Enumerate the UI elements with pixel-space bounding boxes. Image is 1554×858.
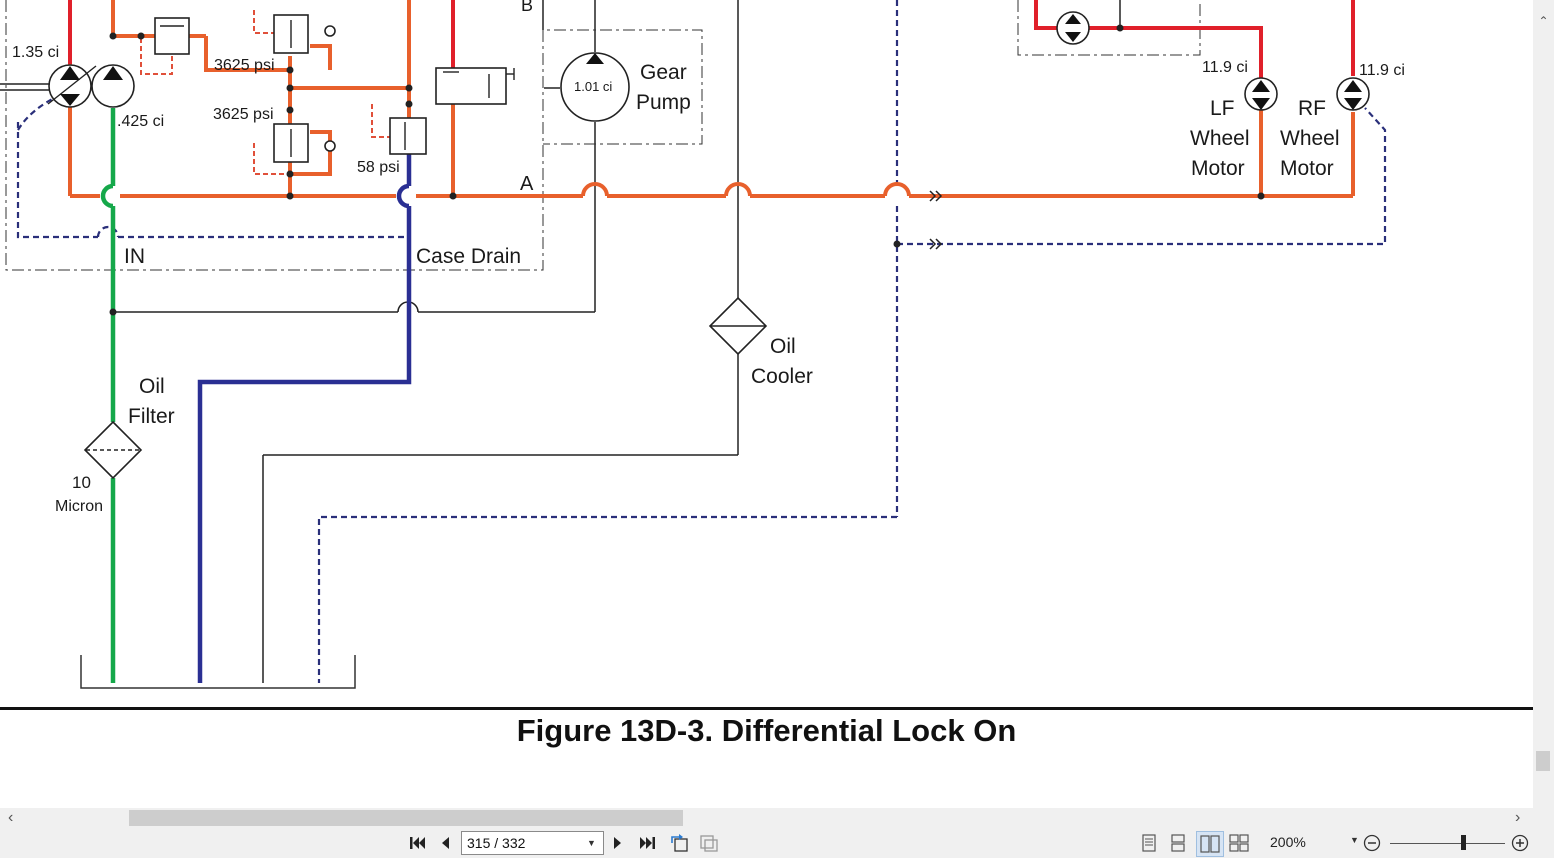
rf-motor-displacement-label: 11.9 ci — [1359, 62, 1405, 79]
scroll-right-icon[interactable]: › — [1515, 809, 1521, 826]
oil-filter-label-line1: Oil — [139, 375, 165, 398]
hydraulic-diagram: 1.35 ci .425 ci 3625 psi 3625 psi 58 psi… — [0, 0, 1405, 689]
two-page-continuous-icon — [1229, 834, 1249, 852]
gear-pump-label-line2: Pump — [636, 91, 691, 114]
zoom-in-icon — [1511, 834, 1529, 852]
hydraulic-schematic: 1.35 ci .425 ci 3625 psi 3625 psi 58 psi… — [0, 0, 1405, 689]
last-page-icon — [640, 837, 655, 849]
lf-motor-label-line3: Motor — [1191, 157, 1245, 180]
last-page-button[interactable] — [636, 831, 660, 855]
page-separator — [0, 707, 1533, 710]
scroll-up-icon[interactable]: ⌃ — [1538, 14, 1549, 28]
zoom-slider-thumb[interactable] — [1461, 835, 1466, 850]
zoom-slider-track[interactable] — [1390, 843, 1505, 844]
two-page-view-button[interactable] — [1196, 831, 1224, 857]
gear-pump-displacement-label: 1.01 ci — [574, 79, 612, 94]
continuous-page-icon — [1171, 834, 1185, 852]
prev-page-button[interactable] — [435, 831, 455, 855]
relief-valve-mid-label: 3625 psi — [213, 106, 274, 123]
go-forward-view-button[interactable] — [697, 831, 721, 855]
oil-cooler-label-line1: Oil — [770, 335, 796, 358]
gear-pump-label-line1: Gear — [640, 61, 687, 84]
prev-page-icon — [442, 837, 449, 849]
lf-motor-displacement-label: 11.9 ci — [1202, 59, 1248, 76]
next-page-icon — [614, 837, 621, 849]
case-drain-label: Case Drain — [416, 245, 521, 268]
two-page-icon — [1200, 835, 1220, 853]
page-number-input[interactable] — [462, 834, 587, 852]
zoom-out-button[interactable] — [1362, 831, 1382, 855]
filter-rating-label-line2: Micron — [55, 498, 103, 515]
lf-motor-label-line2: Wheel — [1190, 127, 1250, 150]
filter-rating-label-line1: 10 — [72, 473, 91, 492]
vertical-scrollbar[interactable]: ⌃ — [1533, 0, 1554, 808]
horizontal-scroll-thumb[interactable] — [129, 810, 683, 826]
bottom-toolbar: ▼ 200% ▼ — [0, 828, 1554, 858]
oil-cooler-label-line2: Cooler — [751, 365, 813, 388]
zoom-level[interactable]: 200% — [1270, 834, 1306, 850]
next-view-icon — [700, 835, 718, 852]
continuous-view-button[interactable] — [1167, 831, 1189, 855]
pump-displacement-charge-label: .425 ci — [117, 113, 164, 130]
port-a-label: A — [520, 173, 534, 195]
relief-valve-top-label: 3625 psi — [214, 57, 275, 74]
zoom-dropdown-icon[interactable]: ▼ — [1350, 835, 1359, 845]
rf-motor-label-line1: RF — [1298, 97, 1326, 120]
zoom-out-icon — [1363, 834, 1381, 852]
previous-view-icon — [671, 834, 688, 852]
vertical-scroll-thumb[interactable] — [1536, 751, 1550, 771]
oil-filter-label-line2: Filter — [128, 405, 175, 428]
rf-motor-label-line3: Motor — [1280, 157, 1334, 180]
first-page-icon — [410, 837, 425, 849]
first-page-button[interactable] — [405, 831, 429, 855]
scroll-left-icon[interactable]: ‹ — [8, 809, 14, 826]
single-page-view-button[interactable] — [1138, 831, 1160, 855]
zoom-in-button[interactable] — [1510, 831, 1530, 855]
single-page-icon — [1142, 834, 1156, 852]
go-back-view-button[interactable] — [667, 831, 691, 855]
two-page-continuous-view-button[interactable] — [1228, 831, 1250, 855]
in-label: IN — [124, 245, 145, 268]
scrollbar-corner — [1533, 808, 1554, 828]
lf-motor-label-line1: LF — [1210, 97, 1235, 120]
port-b-label: B — [521, 0, 533, 15]
next-page-button[interactable] — [608, 831, 628, 855]
page-dropdown-icon[interactable]: ▼ — [587, 838, 596, 848]
rf-motor-label-line2: Wheel — [1280, 127, 1340, 150]
case-relief-label: 58 psi — [357, 159, 400, 176]
figure-caption: Figure 13D-3. Differential Lock On — [516, 713, 1017, 748]
pump-displacement-main-label: 1.35 ci — [12, 44, 59, 61]
page-number-field[interactable]: ▼ — [461, 831, 604, 855]
horizontal-scrollbar[interactable]: ‹ › — [0, 808, 1533, 828]
